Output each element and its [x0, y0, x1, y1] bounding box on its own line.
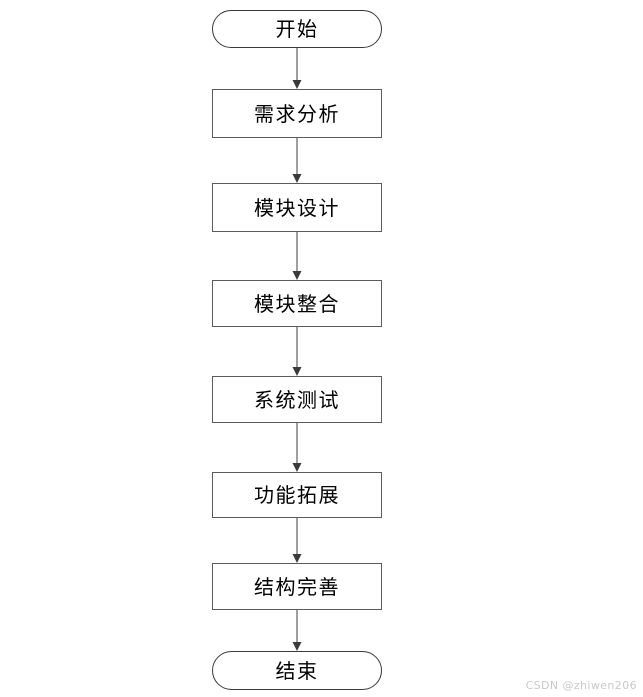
flow-arrow-step4-to-step5: [292, 423, 302, 472]
flow-node-label: 结构完善: [254, 574, 340, 599]
flow-node-label: 模块整合: [254, 291, 340, 316]
flow-arrow-start-to-step1: [292, 48, 302, 89]
flow-node-step3[interactable]: 模块整合: [212, 280, 382, 327]
flow-arrow-step6-to-end: [292, 610, 302, 651]
flow-node-label: 功能拓展: [254, 483, 340, 507]
flow-arrow-step3-to-step4: [292, 327, 302, 376]
flow-node-step6[interactable]: 结构完善: [212, 563, 382, 610]
flow-node-label: 开始: [275, 17, 319, 41]
flow-node-label: 结束: [275, 658, 319, 683]
flow-arrow-step5-to-step6: [292, 518, 302, 563]
flow-node-label: 模块设计: [254, 195, 340, 220]
flow-node-step1[interactable]: 需求分析: [212, 89, 382, 138]
flow-arrow-step2-to-step3: [292, 232, 302, 280]
flow-node-label: 需求分析: [254, 101, 340, 126]
flow-node-step4[interactable]: 系统测试: [212, 376, 382, 423]
flow-node-end[interactable]: 结束: [212, 651, 382, 690]
flow-arrow-step1-to-step2: [292, 138, 302, 183]
flow-node-label: 系统测试: [254, 387, 340, 412]
flow-node-start[interactable]: 开始: [212, 10, 382, 48]
watermark-label: CSDN @zhiwen206: [525, 679, 637, 692]
flow-node-step5[interactable]: 功能拓展: [212, 472, 382, 518]
flow-node-step2[interactable]: 模块设计: [212, 183, 382, 232]
